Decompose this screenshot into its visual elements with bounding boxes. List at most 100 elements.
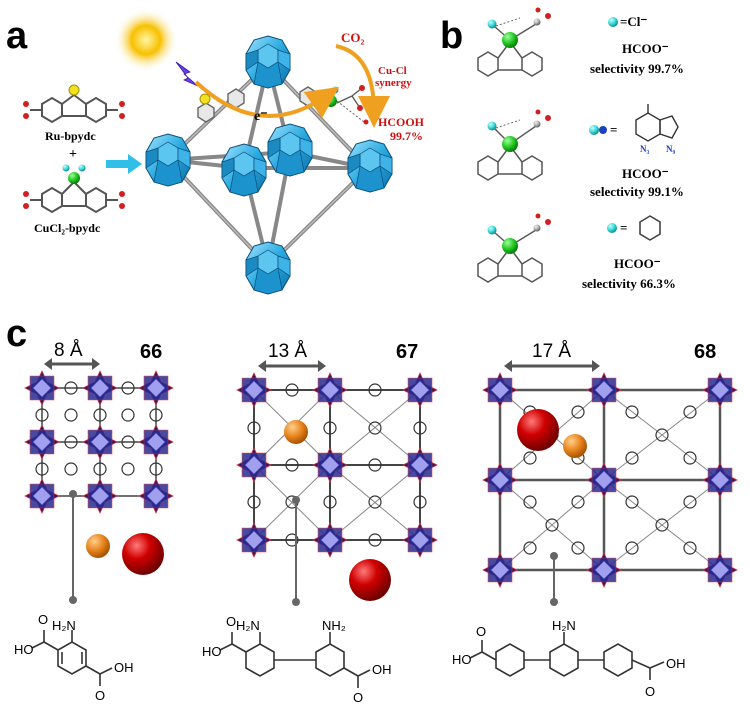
ru-atom bbox=[199, 93, 211, 105]
zr-node bbox=[586, 372, 622, 408]
small-guest-sphere bbox=[86, 534, 110, 558]
electron-transfer-arrow bbox=[194, 80, 340, 119]
o-atom bbox=[359, 85, 365, 91]
zr-node bbox=[402, 447, 438, 483]
assembly-arrow bbox=[106, 154, 142, 174]
linker-structure-66 bbox=[31, 630, 113, 686]
adenine-structure bbox=[635, 104, 679, 142]
o-atom bbox=[23, 203, 29, 209]
linker-ho: HO bbox=[14, 642, 34, 657]
carbonyl-o: O bbox=[476, 624, 486, 639]
linker-structure-68 bbox=[469, 632, 665, 680]
light-bolt-icon bbox=[175, 61, 199, 87]
product-selectivity: 99.7% bbox=[390, 129, 423, 143]
zr-node bbox=[482, 552, 518, 588]
cucl2-bpydc-molecule bbox=[30, 181, 118, 214]
zr-cluster bbox=[221, 143, 267, 197]
cu-complex-structure-1 bbox=[477, 7, 551, 77]
cu-atom bbox=[325, 95, 337, 107]
ru-atom bbox=[68, 84, 80, 96]
zr-node bbox=[24, 370, 60, 406]
o-atom bbox=[119, 191, 125, 197]
adenine-legend-icon bbox=[589, 125, 607, 135]
panel-a-letter: a bbox=[6, 15, 28, 57]
product-2: HCOO⁻ bbox=[622, 166, 669, 181]
linker-nh2-right: NH₂ bbox=[322, 618, 346, 633]
zr-node bbox=[82, 424, 118, 460]
legend-1: =Cl⁻ bbox=[620, 14, 647, 29]
linker-oh: OH bbox=[372, 662, 392, 677]
zr-node bbox=[702, 372, 738, 408]
zr-cluster bbox=[347, 139, 393, 193]
selectivity-1: selectivity 99.7% bbox=[590, 61, 684, 76]
zr-node bbox=[236, 522, 272, 558]
product-3: HCOO⁻ bbox=[614, 256, 661, 271]
large-guest-sphere bbox=[349, 559, 391, 601]
o-atom bbox=[23, 101, 29, 107]
selectivity-2: selectivity 99.1% bbox=[590, 184, 684, 199]
legend-3: = bbox=[620, 220, 627, 235]
zr-node bbox=[138, 370, 174, 406]
n3-label: N₃ bbox=[640, 144, 649, 154]
linker-structure-67 bbox=[219, 632, 371, 688]
linker-ho: HO bbox=[202, 644, 222, 659]
o-atom bbox=[363, 119, 369, 125]
linker-nh2: H₂N bbox=[52, 618, 76, 633]
sun-icon bbox=[114, 8, 178, 72]
framework-rods bbox=[166, 62, 370, 268]
cl-legend-icon bbox=[608, 17, 618, 27]
zr-cluster bbox=[245, 241, 291, 295]
panel-b: b =Cl⁻ HCOO⁻ selectivity 99.7% bbox=[440, 7, 684, 291]
zr-node bbox=[586, 462, 622, 498]
carbonyl-o: O bbox=[226, 614, 236, 629]
o-atom bbox=[119, 203, 125, 209]
small-guest-sphere bbox=[284, 420, 308, 444]
product-label: HCOOH bbox=[378, 115, 425, 129]
linker-nh2: H₂N bbox=[236, 618, 260, 633]
co2-conversion-arrow bbox=[335, 44, 390, 128]
framework-68: 17 Å 68 H₂N HO OH O O bbox=[452, 341, 738, 699]
o-atom bbox=[23, 191, 29, 197]
co2-label: CO₂ bbox=[341, 30, 365, 45]
zr-node bbox=[236, 372, 272, 408]
cu-complex-structure-3 bbox=[477, 213, 551, 283]
zr-node bbox=[702, 462, 738, 498]
zr-cluster bbox=[245, 35, 291, 89]
zr-node bbox=[24, 424, 60, 460]
framework-id-68: 68 bbox=[694, 341, 716, 363]
zr-node bbox=[586, 552, 622, 588]
zr-cluster bbox=[267, 123, 313, 177]
zr-node bbox=[138, 424, 174, 460]
cucl2-bpydc-label: CuCl₂-bpydc bbox=[34, 221, 101, 235]
cl-atom bbox=[331, 86, 339, 94]
carbonyl-o: O bbox=[353, 690, 363, 705]
pore-size-66: 8 Å bbox=[54, 340, 83, 361]
zr-node bbox=[402, 522, 438, 558]
carbonyl-o: O bbox=[95, 688, 105, 703]
zr-cluster bbox=[145, 133, 191, 187]
cl-atom bbox=[62, 164, 70, 172]
pore-size-67: 13 Å bbox=[268, 341, 307, 362]
framework-id-67: 67 bbox=[396, 341, 418, 363]
zr-node bbox=[138, 478, 174, 514]
panel-b-letter: b bbox=[440, 15, 463, 57]
large-guest-sphere bbox=[122, 533, 164, 575]
synergy-label-line1: Cu-Cl bbox=[378, 65, 407, 77]
framework-id-66: 66 bbox=[140, 341, 162, 363]
cl-atom bbox=[78, 164, 86, 172]
ru-bpydc-label: Ru-bpydc bbox=[45, 129, 96, 143]
framework-67: 13 Å 67 H₂N NH₂ HO OH O O bbox=[202, 341, 438, 705]
framework-66: 8 Å 66 H₂N HO OH O O bbox=[14, 340, 174, 703]
zr-node bbox=[312, 522, 348, 558]
pyridine-structure bbox=[639, 215, 661, 241]
zr-node bbox=[236, 447, 272, 483]
o-atom bbox=[119, 113, 125, 119]
linker-oh: OH bbox=[114, 660, 134, 675]
small-guest-sphere bbox=[563, 434, 587, 458]
panel-c: c 8 Å 66 bbox=[6, 313, 738, 705]
linker-ho: HO bbox=[452, 652, 472, 667]
synergy-label-line2: synergy bbox=[375, 77, 412, 89]
plus-sign: + bbox=[69, 147, 77, 162]
carbonyl-o: O bbox=[38, 612, 48, 627]
pore-size-68: 17 Å bbox=[532, 341, 571, 362]
